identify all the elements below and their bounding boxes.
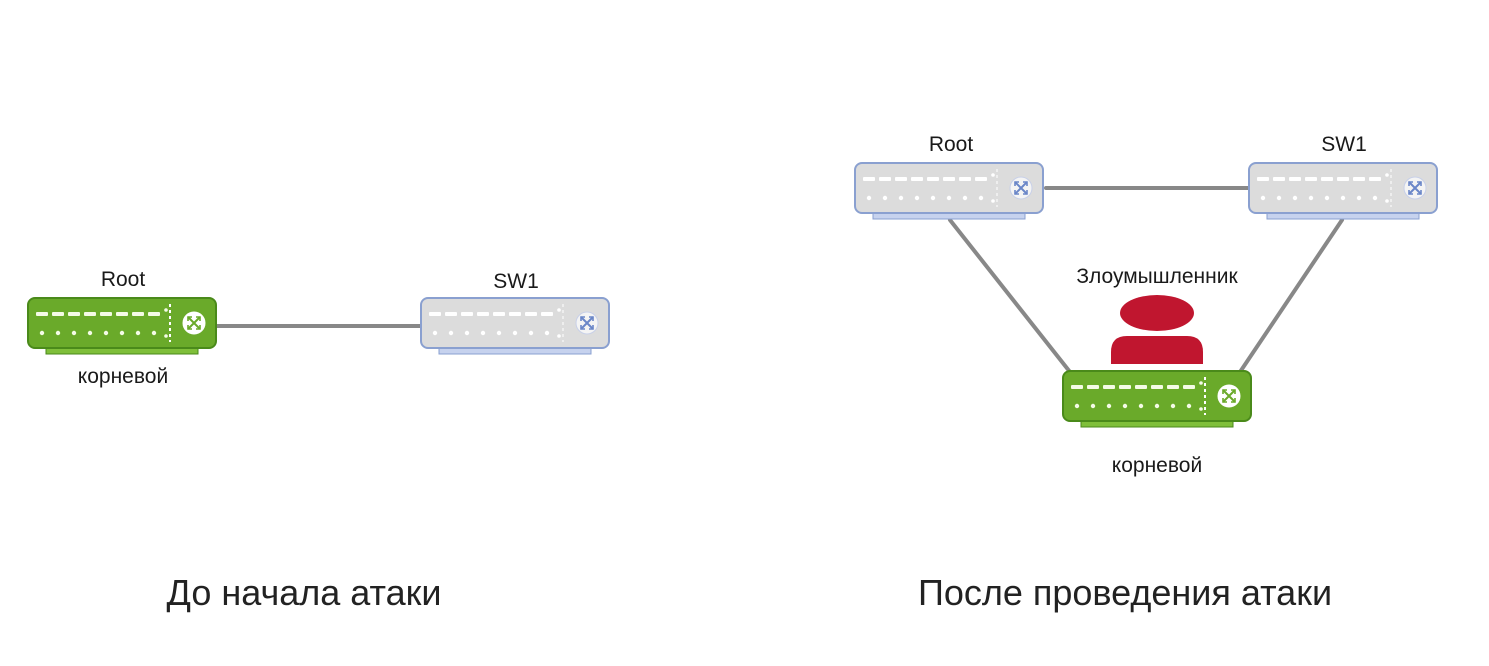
after-sw1-attacker-link xyxy=(1238,218,1344,374)
attacker-sublabel: корневой xyxy=(1111,454,1203,477)
before-root-switch-icon xyxy=(27,297,217,355)
after-sw1-label: SW1 xyxy=(1321,133,1367,156)
attacker-label: Злоумышленник xyxy=(1076,265,1238,288)
attacker-root-switch-icon xyxy=(1062,370,1252,428)
after-root-attacker-link xyxy=(948,218,1072,374)
after-root-label: Root xyxy=(928,133,974,156)
before-sw1-label: SW1 xyxy=(493,270,539,293)
before-sw1-switch-icon xyxy=(420,297,610,355)
after-root-switch-icon xyxy=(854,162,1044,220)
before-root-sublabel: корневой xyxy=(77,365,169,388)
before-root-label: Root xyxy=(100,268,146,291)
attacker-person-icon xyxy=(1111,295,1203,364)
after-sw1-switch-icon xyxy=(1248,162,1438,220)
after-caption: После проведения атаки xyxy=(917,572,1333,613)
before-caption: До начала атаки xyxy=(166,572,442,613)
